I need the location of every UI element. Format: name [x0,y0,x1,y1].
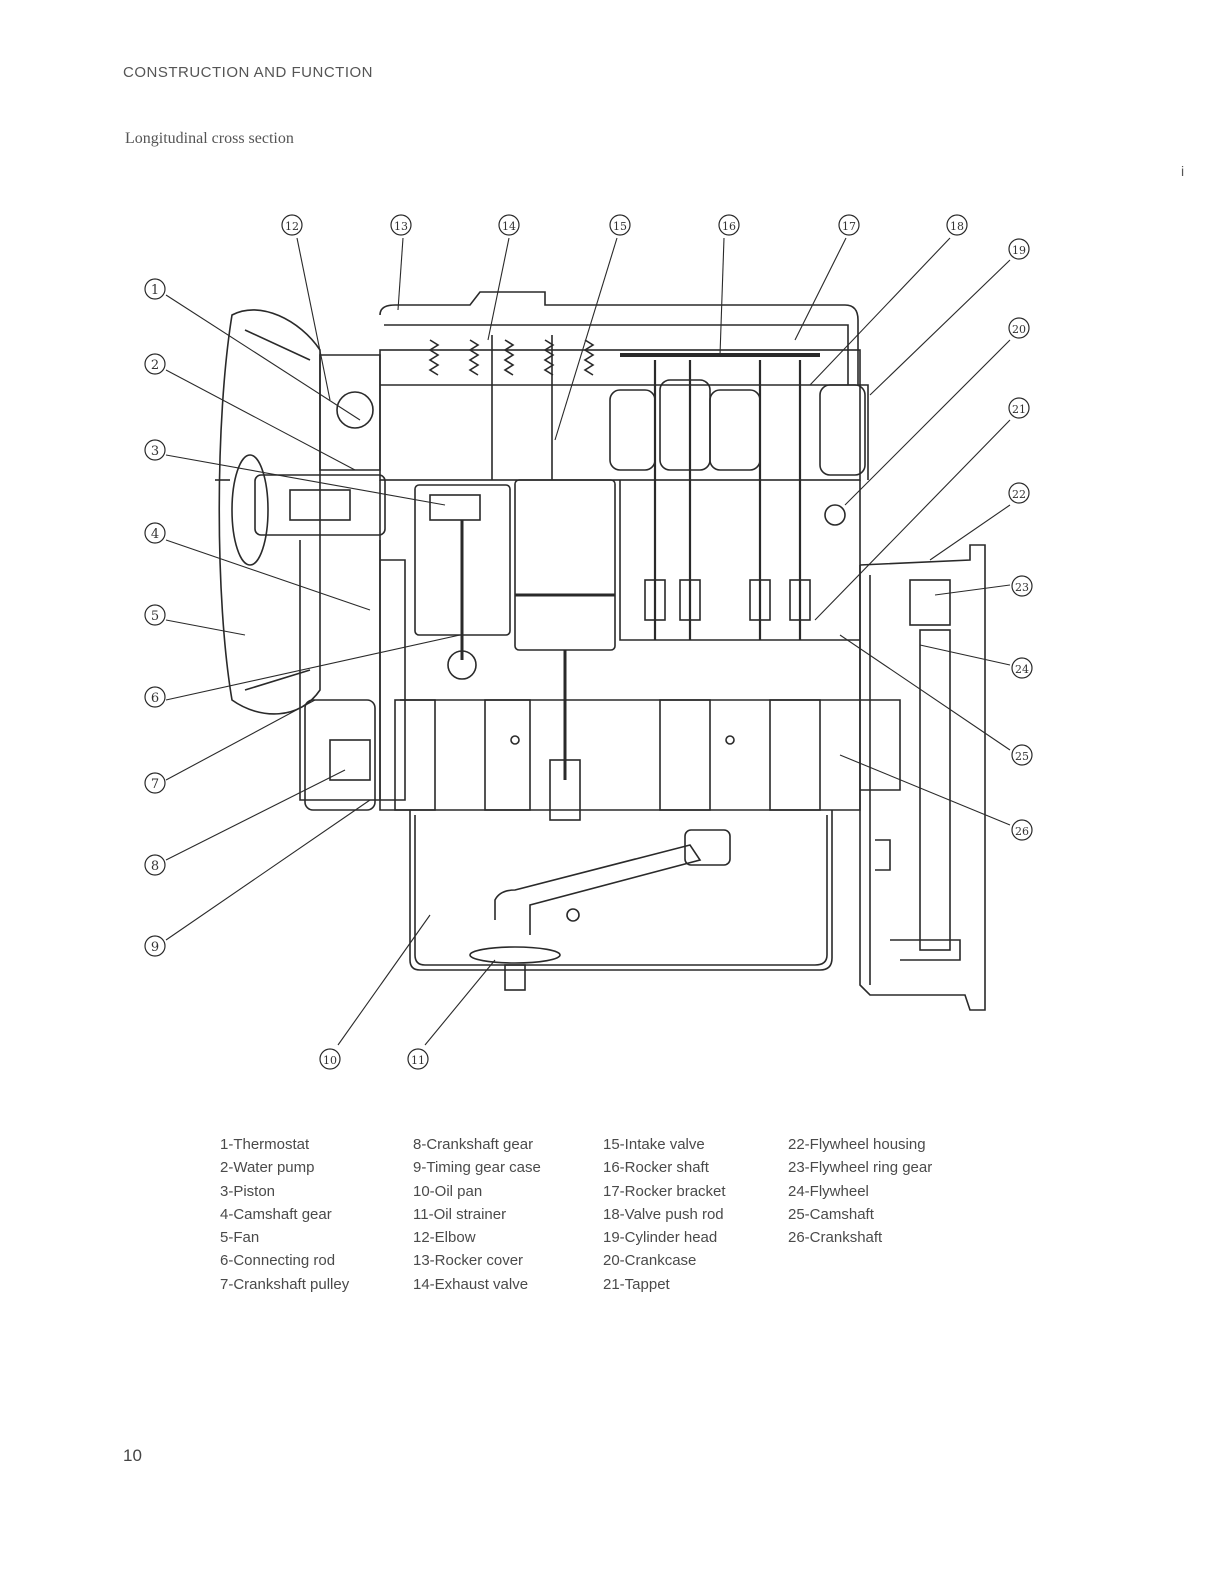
callout-13 [390,214,412,236]
stray-mark: i [1181,163,1185,179]
legend-item: 25-Camshaft [788,1205,874,1223]
callout-21 [1008,397,1030,419]
callout-14-label: 14 [502,220,516,233]
callout-markers: 1 2 3 4 5 6 7 8 9 10 11 12 13 14 15 16 1… [144,214,1033,1070]
callout-5-label: 5 [151,609,159,624]
callout-11 [407,1048,429,1070]
callout-20-label: 20 [1012,323,1026,336]
callout-18 [946,214,968,236]
legend-column-3: 15-Intake valve 16-Rocker shaft 17-Rocke… [603,1133,726,1296]
callout-18-label: 18 [950,220,964,233]
legend-item: 20-Crankcase [603,1252,697,1270]
callout-26-label: 26 [1015,825,1029,838]
callout-17 [838,214,860,236]
callout-1 [144,278,166,300]
callout-24 [1011,657,1033,679]
legend-column-2: 8-Crankshaft gear 9-Timing gear case 10-… [413,1133,541,1296]
callout-5 [144,604,166,626]
callout-11-label: 11 [411,1054,425,1067]
callout-4 [144,522,166,544]
leader-lines [165,237,1011,1046]
legend-item: 23-Flywheel ring gear [788,1159,933,1177]
legend-item: 2-Water pump [220,1159,315,1177]
legend-item: 18-Valve push rod [603,1205,724,1223]
figure-subtitle: Longitudinal cross section [125,130,294,147]
callout-2-label: 2 [151,358,159,373]
legend-column-1: 1-Thermostat 2-Water pump 3-Piston 4-Cam… [220,1133,349,1296]
page-number: 10 [123,1446,142,1465]
callout-22 [1008,482,1030,504]
callout-12-label: 12 [285,220,299,233]
callout-25-label: 25 [1015,750,1029,763]
valve-springs [428,339,595,376]
callout-3-label: 3 [151,444,159,459]
legend-item: 12-Elbow [413,1229,476,1247]
callout-8 [144,854,166,876]
callout-8-label: 8 [151,859,159,874]
legend-item: 17-Rocker bracket [603,1182,726,1200]
callout-3 [144,439,166,461]
callout-6 [144,686,166,708]
callout-20 [1008,317,1030,339]
legend-item: 24-Flywheel [788,1182,869,1200]
callout-22-label: 22 [1012,488,1026,501]
legend-item: 19-Cylinder head [603,1229,718,1247]
section-header: CONSTRUCTION AND FUNCTION [123,64,373,81]
callout-21-label: 21 [1012,403,1026,416]
callout-26 [1011,819,1033,841]
callout-23 [1011,575,1033,597]
callout-15 [609,214,631,236]
callout-12 [281,214,303,236]
legend-item: 6-Connecting rod [220,1252,336,1270]
cylinder-head-drawing [379,291,869,481]
push-rods [653,360,802,640]
oil-pan-drawing [409,810,833,991]
callout-6-label: 6 [151,691,159,706]
legend-item: 9-Timing gear case [413,1159,541,1177]
tappets [644,579,811,621]
legend-item: 14-Exhaust valve [413,1275,529,1293]
legend-item: 13-Rocker cover [413,1252,524,1270]
legend-item: 1-Thermostat [220,1136,310,1153]
callout-15-label: 15 [613,220,627,233]
legend-item: 3-Piston [220,1182,276,1200]
flywheel-housing-drawing [859,544,986,1011]
legend-item: 11-Oil strainer [413,1205,507,1223]
legend-item: 22-Flywheel housing [788,1136,926,1153]
callout-19-label: 19 [1012,244,1026,257]
callout-13-label: 13 [394,220,408,233]
front-cover-drawing [254,354,406,811]
fan-drawing [215,309,321,715]
callout-16-label: 16 [722,220,736,233]
legend-item: 4-Camshaft gear [220,1205,332,1223]
callout-10-label: 10 [323,1054,337,1067]
legend-item: 15-Intake valve [603,1136,705,1153]
legend-item: 10-Oil pan [413,1182,483,1200]
legend-item: 26-Crankshaft [788,1229,883,1247]
callout-1-label: 1 [151,283,159,298]
crankcase-drawing [379,360,861,922]
callout-4-label: 4 [151,527,159,542]
legend-item: 5-Fan [220,1229,260,1247]
callout-2 [144,353,166,375]
callout-9 [144,935,166,957]
legend-item: 16-Rocker shaft [603,1159,709,1177]
callout-19 [1008,238,1030,260]
legend-item: 7-Crankshaft pulley [220,1275,350,1293]
callout-7 [144,772,166,794]
callout-17-label: 17 [842,220,856,233]
callout-10 [319,1048,341,1070]
legend-item: 21-Tappet [603,1275,670,1293]
callout-23-label: 23 [1015,581,1029,594]
callout-7-label: 7 [151,777,159,792]
legend-column-4: 22-Flywheel housing 23-Flywheel ring gea… [788,1133,932,1249]
callout-25 [1011,744,1033,766]
callout-24-label: 24 [1015,663,1029,676]
legend-item: 8-Crankshaft gear [413,1136,534,1153]
callout-14 [498,214,520,236]
callout-16 [718,214,740,236]
callout-9-label: 9 [151,940,159,955]
